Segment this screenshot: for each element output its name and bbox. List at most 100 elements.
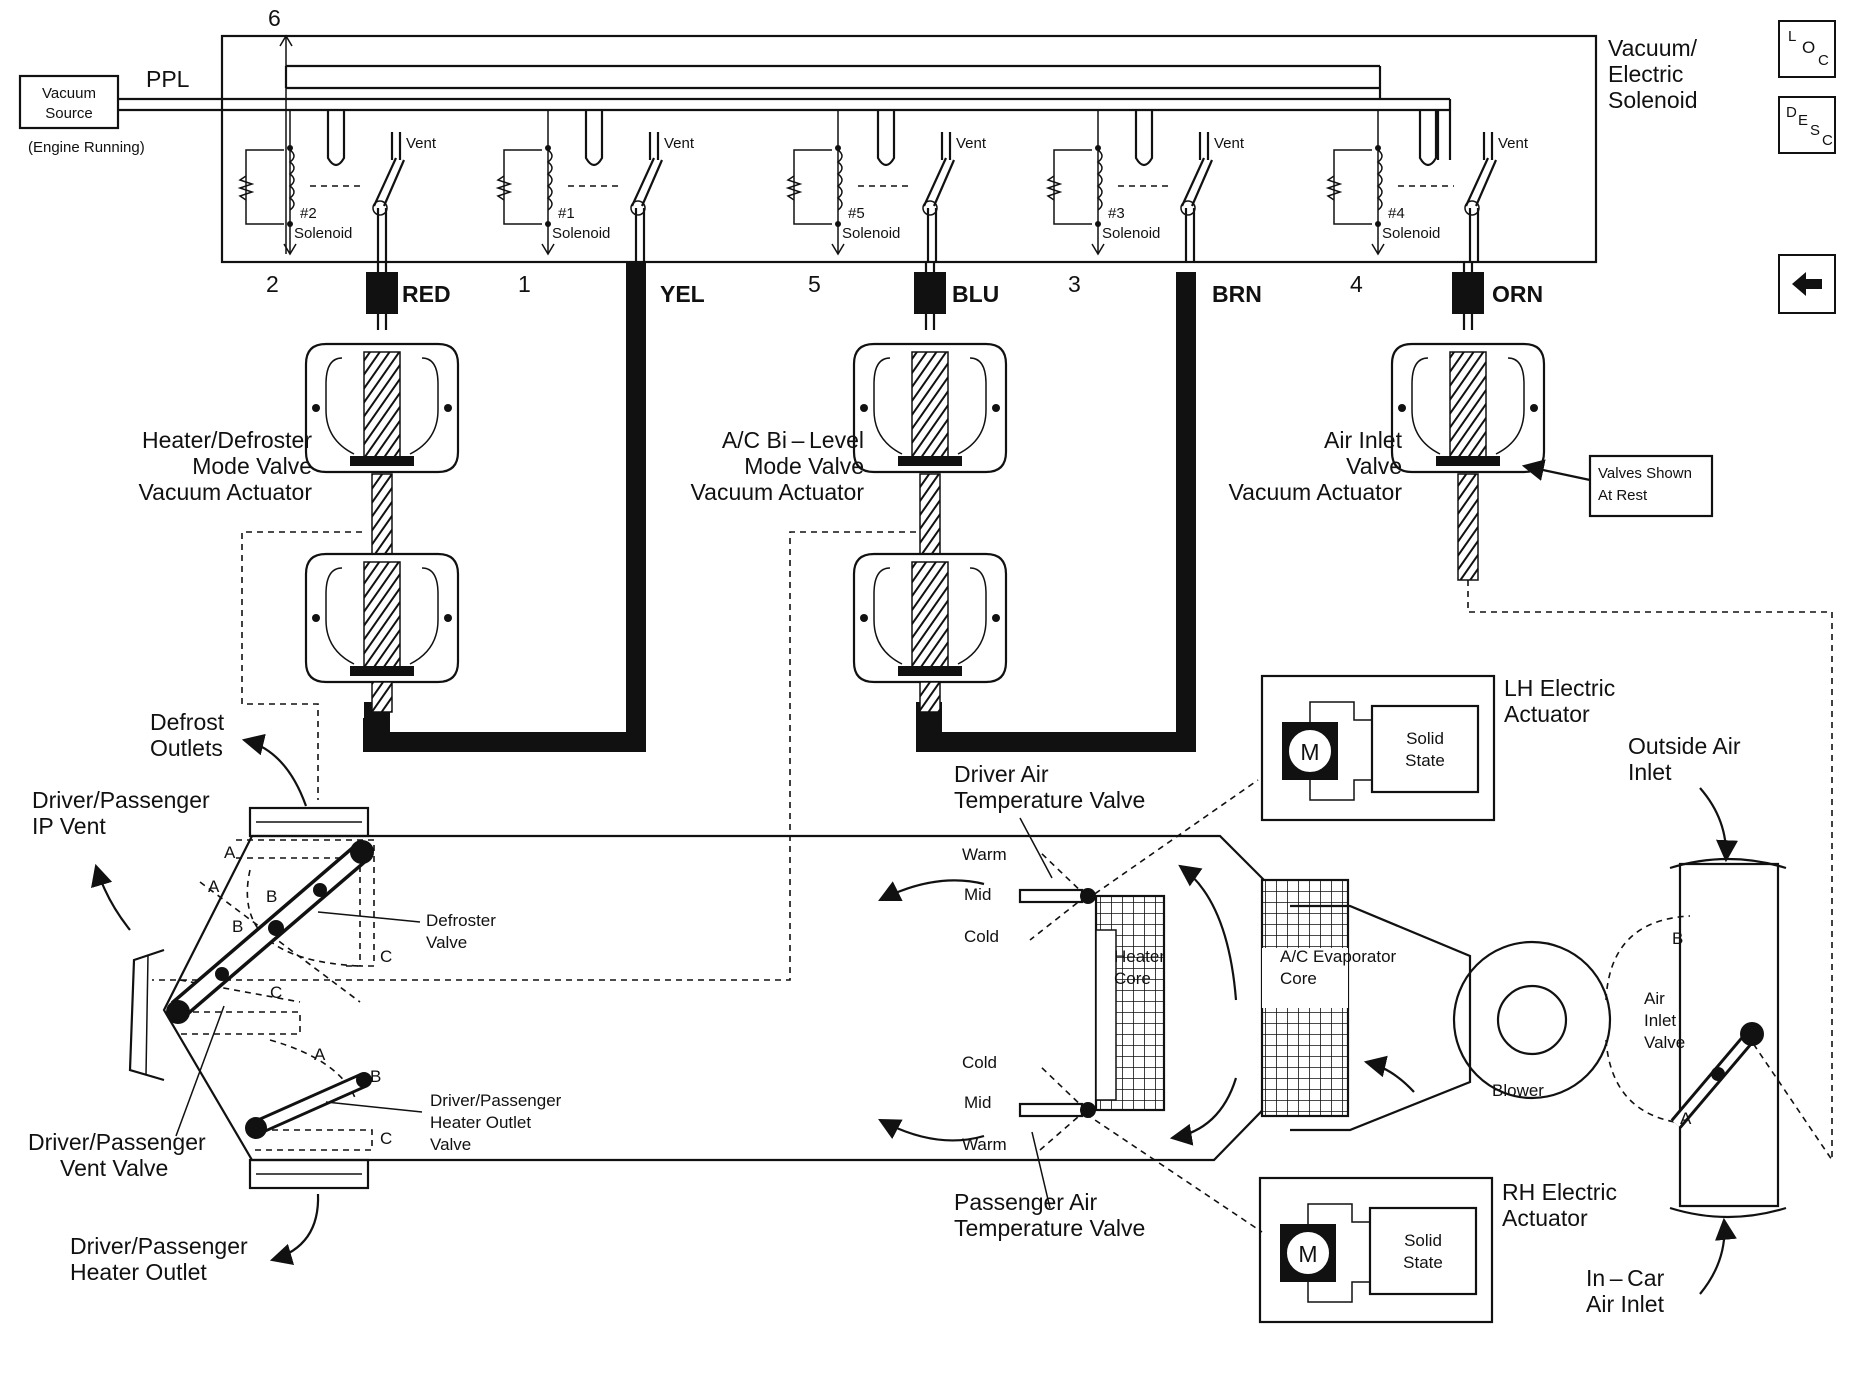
svg-text:Inlet: Inlet	[1644, 1011, 1676, 1030]
svg-text:Temperature Valve: Temperature Valve	[954, 787, 1145, 813]
passenger-warm-label: Warm	[962, 1135, 1007, 1154]
svg-text:Solenoid: Solenoid	[1608, 87, 1698, 113]
solenoid-word: Solenoid	[1382, 225, 1440, 242]
svg-text:B: B	[232, 917, 243, 936]
svg-text:Valve: Valve	[426, 933, 467, 952]
passenger-mid-label: Mid	[964, 1093, 991, 1112]
evaporator-core-label: A/C Evaporator	[1280, 947, 1397, 966]
vent-label: Vent	[406, 135, 437, 152]
svg-text:State: State	[1405, 751, 1445, 770]
linkage-lines	[152, 531, 1833, 1163]
ppl-wire-label: PPL	[146, 66, 190, 92]
back-button[interactable]	[1778, 254, 1836, 314]
heater-core-label: Heater	[1114, 947, 1165, 966]
svg-text:Mode Valve: Mode Valve	[192, 453, 312, 479]
svg-text:(Engine Running): (Engine Running)	[28, 139, 145, 156]
left-arrow-icon	[1792, 272, 1822, 296]
solenoid-id: #5	[848, 205, 865, 222]
solenoid-id: #3	[1108, 205, 1125, 222]
solenoid-word: Solenoid	[552, 225, 610, 242]
blower-label: Blower	[1492, 1081, 1544, 1100]
hose-label-blu: BLU	[952, 281, 999, 307]
svg-text:Valve: Valve	[1644, 1033, 1685, 1052]
vent-label: Vent	[1498, 135, 1529, 152]
solenoid-title: Vacuum/	[1608, 35, 1698, 61]
hvac-case	[91, 733, 1787, 1295]
port-number: 4	[1350, 271, 1363, 297]
solid-state-label: Solid	[1406, 729, 1444, 748]
vent-label: Vent	[664, 135, 695, 152]
port-number: 5	[808, 271, 821, 297]
vent-valve-label: Driver/Passenger	[28, 1129, 206, 1155]
svg-text:A: A	[314, 1045, 326, 1064]
driver-mid-label: Mid	[964, 885, 991, 904]
svg-text:A: A	[1680, 1109, 1692, 1128]
svg-text:Source: Source	[45, 105, 93, 122]
outside-air-inlet-label: Outside Air	[1628, 733, 1741, 759]
passenger-temp-valve-label: Passenger Air	[954, 1189, 1098, 1215]
svg-text:Outlets: Outlets	[150, 735, 223, 761]
svg-text:Electric: Electric	[1608, 61, 1683, 87]
solenoid-word: Solenoid	[294, 225, 352, 242]
air-inlet-actuator	[1390, 342, 1546, 581]
driver-cold-label: Cold	[964, 927, 999, 946]
lh-actuator-label: LH Electric	[1504, 675, 1615, 701]
svg-text:C: C	[380, 947, 392, 966]
svg-text:Vacuum Actuator: Vacuum Actuator	[139, 479, 313, 505]
hose-label-orn: ORN	[1492, 281, 1543, 307]
driver-warm-label: Warm	[962, 845, 1007, 864]
svg-text:A: A	[224, 843, 236, 862]
solenoid-group: Vent#2Solenoid2Vent#1Solenoid1Vent#5Sole…	[237, 110, 1529, 297]
rh-actuator-label: RH Electric	[1502, 1179, 1617, 1205]
driver-temp-valve-label: Driver Air	[954, 761, 1049, 787]
hose-label-brn: BRN	[1212, 281, 1262, 307]
svg-text:Vacuum Actuator: Vacuum Actuator	[691, 479, 865, 505]
ip-vent-label: Driver/Passenger	[32, 787, 210, 813]
svg-text:Valves Shown: Valves Shown	[1598, 465, 1692, 482]
svg-text:IP Vent: IP Vent	[32, 813, 106, 839]
defrost-outlets-label: Defrost	[150, 709, 225, 735]
vent-label: Vent	[1214, 135, 1245, 152]
svg-text:Actuator: Actuator	[1504, 701, 1590, 727]
motor-icon: M	[1300, 739, 1319, 765]
solid-state-label: Solid	[1404, 1231, 1442, 1250]
desc-button[interactable]: D E S C	[1778, 96, 1836, 154]
svg-text:B: B	[370, 1067, 381, 1086]
svg-text:Vent Valve: Vent Valve	[60, 1155, 168, 1181]
ac-bilevel-actuator	[852, 342, 1008, 713]
svg-text:Heater Outlet: Heater Outlet	[430, 1113, 531, 1132]
svg-text:Vacuum: Vacuum	[42, 85, 96, 102]
solenoid-word: Solenoid	[1102, 225, 1160, 242]
svg-text:State: State	[1403, 1253, 1443, 1272]
solenoid-word: Solenoid	[842, 225, 900, 242]
svg-text:Valve: Valve	[430, 1135, 471, 1154]
port-6-label: 6	[268, 5, 281, 31]
ac-bilevel-label: A/C Bi – Level	[722, 427, 864, 453]
rest-note: Valves Shown At Rest	[1521, 454, 1714, 518]
defroster-valve-label: Defroster	[426, 911, 496, 930]
solenoid-block	[118, 34, 1598, 264]
svg-text:Core: Core	[1280, 969, 1317, 988]
svg-text:At Rest: At Rest	[1598, 487, 1648, 504]
svg-text:Air Inlet: Air Inlet	[1586, 1291, 1665, 1317]
svg-text:B: B	[1672, 929, 1683, 948]
svg-text:C: C	[270, 983, 282, 1002]
heater-outlet-valve-label: Driver/Passenger	[430, 1091, 562, 1110]
solenoid-id: #4	[1388, 205, 1405, 222]
svg-text:Actuator: Actuator	[1502, 1205, 1588, 1231]
heater-defroster-label: Heater/Defroster	[142, 427, 312, 453]
svg-text:Heater Outlet: Heater Outlet	[70, 1259, 207, 1285]
svg-text:C: C	[380, 1129, 392, 1148]
loc-button[interactable]: L O C	[1778, 20, 1836, 78]
heater-defroster-actuator	[304, 342, 460, 713]
svg-text:B: B	[266, 887, 277, 906]
vent-label: Vent	[956, 135, 987, 152]
vacuum-source: Vacuum Source (Engine Running) PPL	[18, 66, 190, 156]
air-inlet-valve-label: Air	[1644, 989, 1665, 1008]
